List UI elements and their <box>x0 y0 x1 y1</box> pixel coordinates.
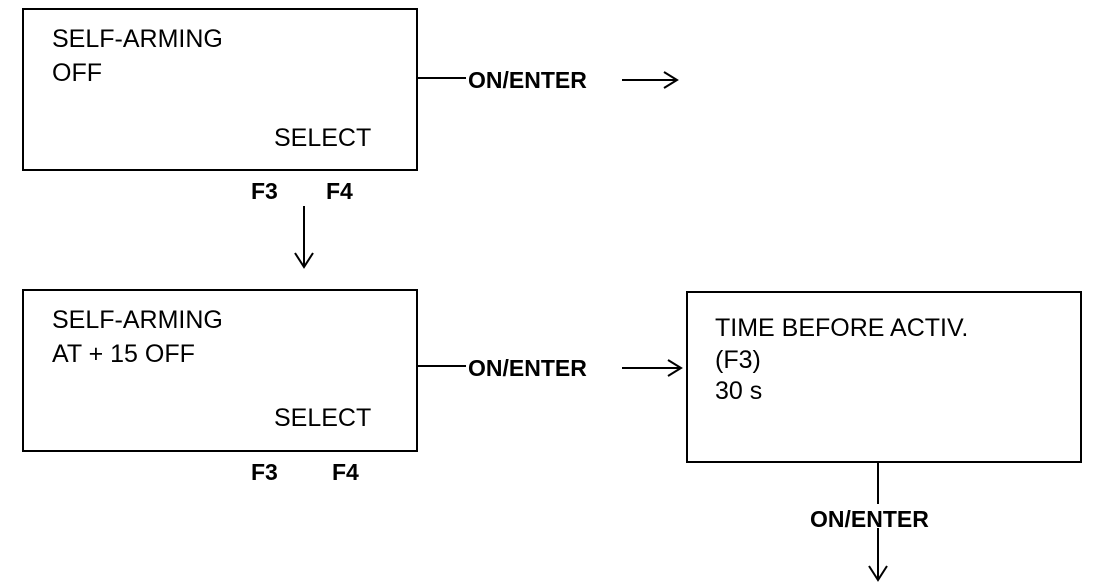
on-enter-transition-label: ON/ENTER <box>810 506 929 532</box>
screen-time-value: 30 s <box>715 377 763 405</box>
on-enter-transition-label: ON/ENTER <box>468 355 587 381</box>
screen-key-hint: (F3) <box>715 346 761 374</box>
f3-down-arrow-head <box>294 252 314 269</box>
on-enter-transition-label: ON/ENTER <box>468 67 587 93</box>
f3-key-label[interactable]: F3 <box>251 459 278 485</box>
screen-title: TIME BEFORE ACTIV. <box>715 314 969 342</box>
screen-self-arming-off: SELF-ARMING OFF SELECT <box>22 8 418 171</box>
f4-key-label[interactable]: F4 <box>332 459 359 485</box>
right-screen-down-arrow-head <box>868 565 888 582</box>
screen-value: OFF <box>52 59 102 87</box>
screen-time-before-activation: TIME BEFORE ACTIV. (F3) 30 s <box>686 291 1082 463</box>
top-screen-right-arrow-head <box>663 71 679 89</box>
screen-self-arming-at-15: SELF-ARMING AT + 15 OFF SELECT <box>22 289 418 452</box>
f4-key-label[interactable]: F4 <box>326 178 353 204</box>
select-softkey-label: SELECT <box>274 124 372 152</box>
screen-title: SELF-ARMING <box>52 306 223 334</box>
screen-title: SELF-ARMING <box>52 25 223 53</box>
screen-value: AT + 15 OFF <box>52 340 195 368</box>
middle-screen-right-arrow-head <box>667 359 683 377</box>
select-softkey-label: SELECT <box>274 404 372 432</box>
f3-key-label[interactable]: F3 <box>251 178 278 204</box>
